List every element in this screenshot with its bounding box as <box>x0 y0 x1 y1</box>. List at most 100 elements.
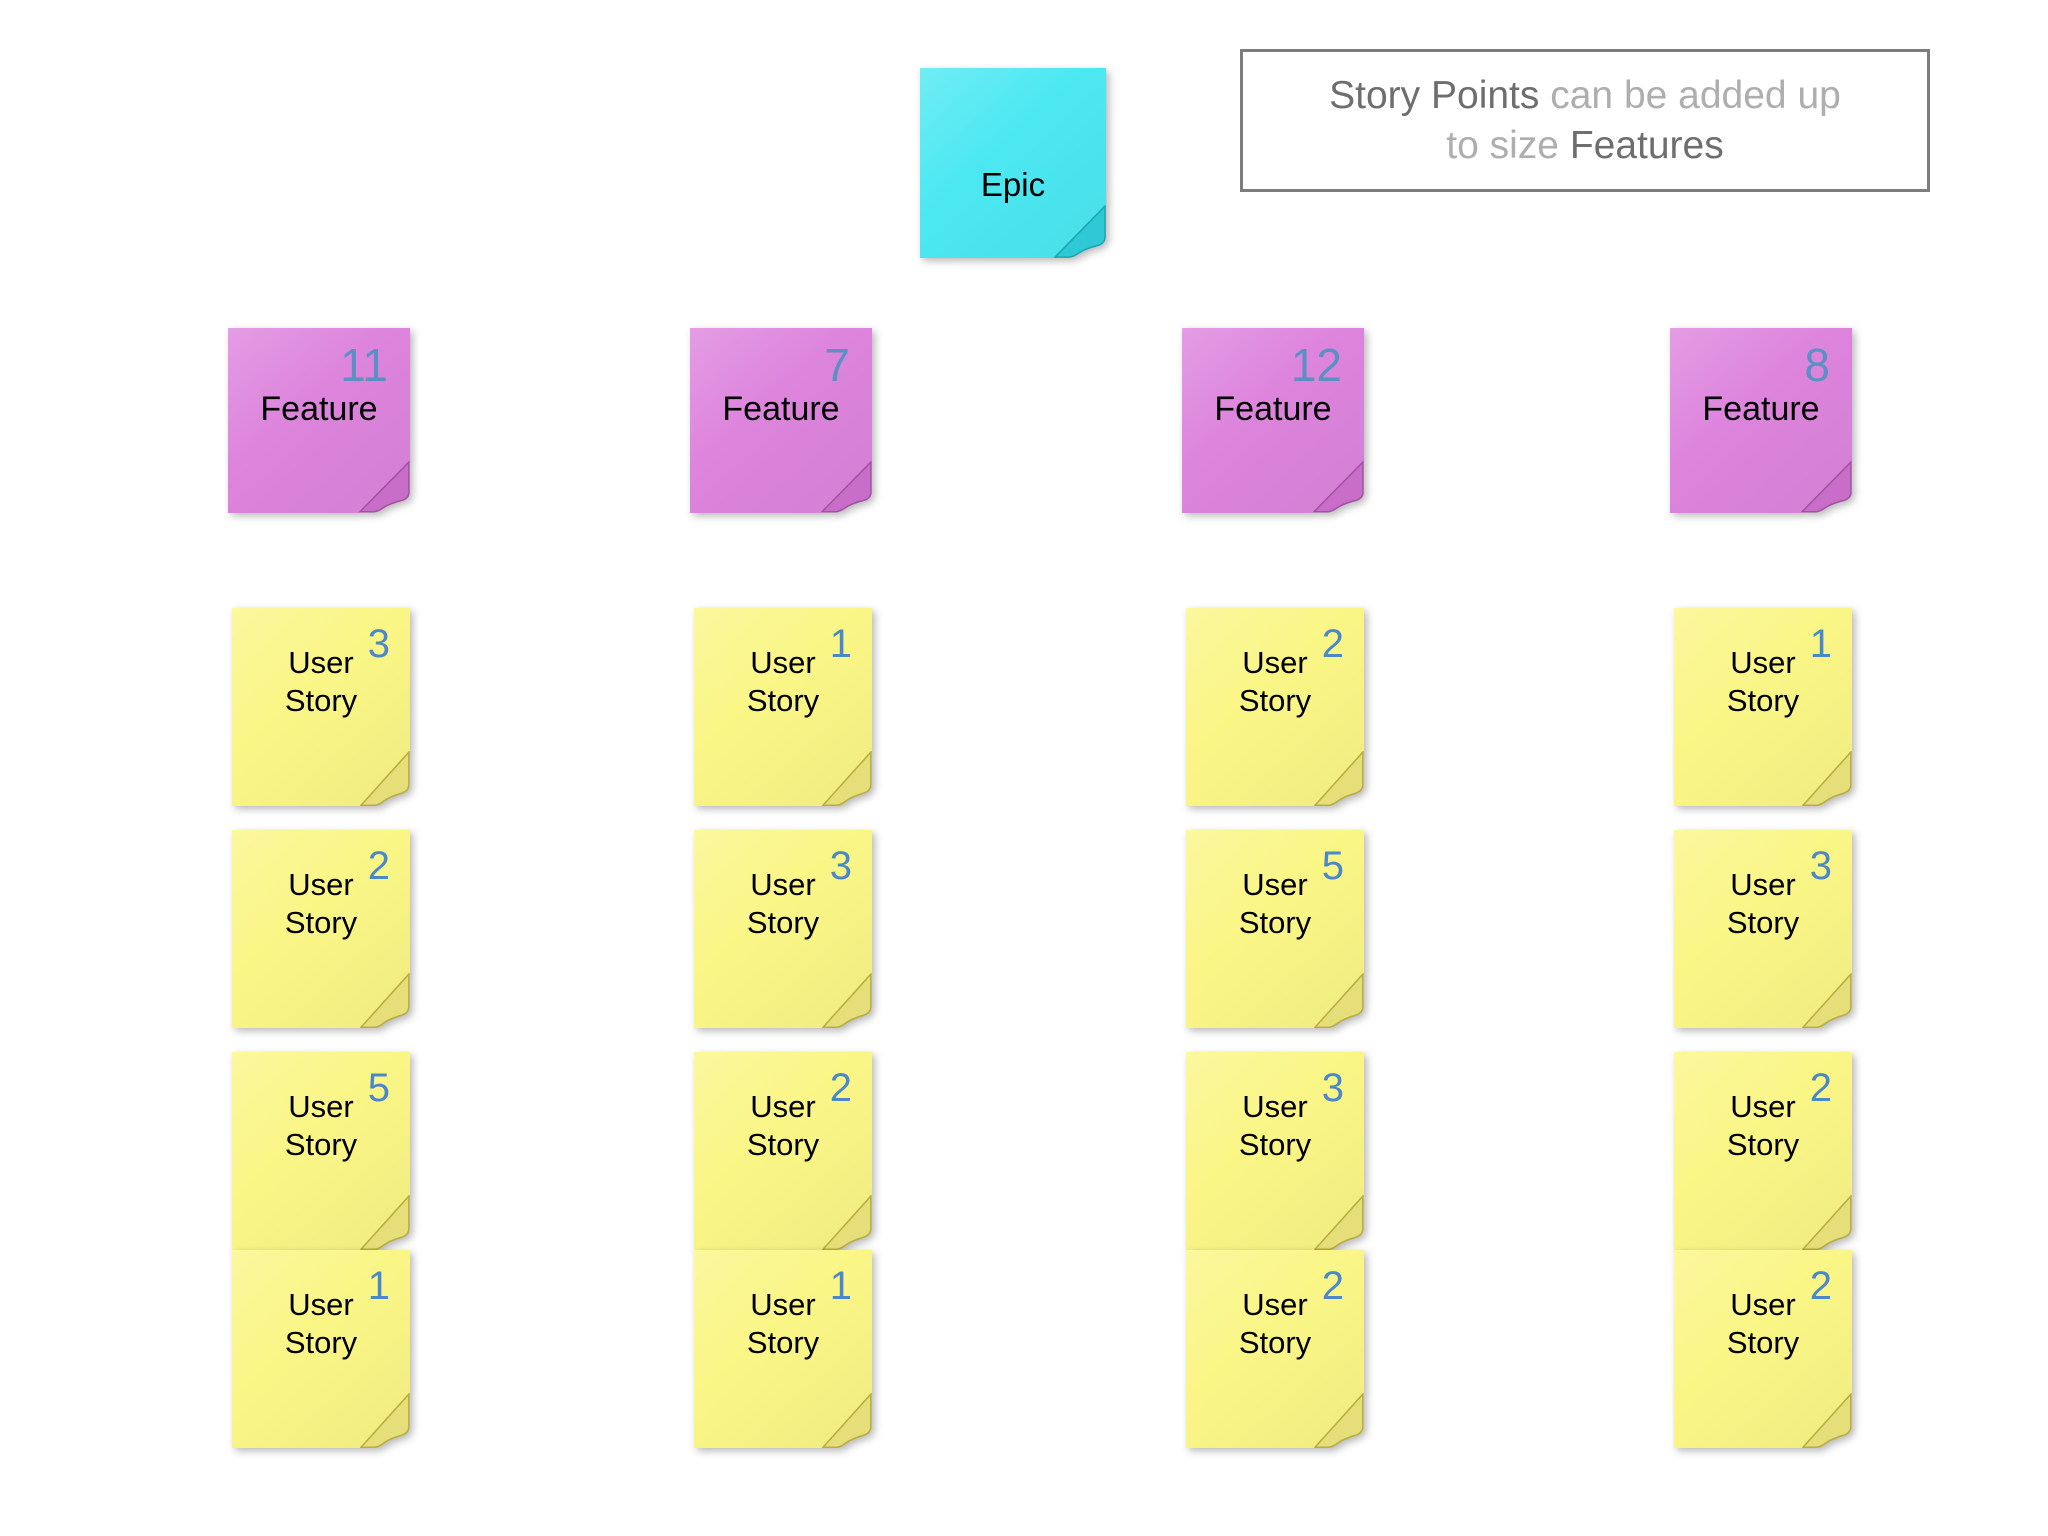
user-story-label-line1: User <box>288 1287 354 1322</box>
epic-note-content: Epic <box>920 68 1106 258</box>
user-story-label-line1: User <box>750 1287 816 1322</box>
user-story-label-line1: User <box>1242 867 1308 902</box>
user-story-label-line1: User <box>750 1089 816 1124</box>
user-story-points: 1 <box>367 1264 390 1308</box>
user-story-points: 1 <box>829 622 852 666</box>
feature-note-label: Feature <box>1214 390 1332 428</box>
legend-term-features: Features <box>1569 123 1724 167</box>
user-story-label-line1: User <box>1242 645 1308 680</box>
user-story-points: 2 <box>1809 1264 1832 1308</box>
user-story-label-line2: Story <box>746 1126 820 1162</box>
user-story-label-line2: Story <box>1238 904 1312 940</box>
user-story-label-line2: Story <box>1726 682 1800 718</box>
feature-story-points: 12 <box>1290 339 1342 391</box>
user-story-label-line2: Story <box>284 1324 358 1360</box>
user-story-label-line1: User <box>1242 1089 1308 1124</box>
feature-story-points: 11 <box>340 339 388 391</box>
feature-story-points: 8 <box>1804 339 1830 391</box>
user-story-label-line2: Story <box>1238 682 1312 718</box>
feature-note-label: Feature <box>722 390 840 428</box>
user-story-label-line1: User <box>1730 867 1796 902</box>
user-story-label-line1: User <box>288 1089 354 1124</box>
feature-note-content: Feature <box>690 328 872 513</box>
user-story-label-line1: User <box>1242 1287 1308 1322</box>
user-story-label-line2: Story <box>1726 904 1800 940</box>
user-story-label-line2: Story <box>746 904 820 940</box>
user-story-points: 2 <box>367 844 390 888</box>
legend-phrase-to-size: to size <box>1446 123 1570 167</box>
user-story-label-line1: User <box>1730 1287 1796 1322</box>
user-story-label-line1: User <box>1730 645 1796 680</box>
legend-callout-box: Story Points can be added up to size Fea… <box>1240 49 1930 192</box>
user-story-points: 3 <box>1809 844 1832 888</box>
user-story-points: 1 <box>1809 622 1832 666</box>
user-story-label-line2: Story <box>1726 1324 1800 1360</box>
feature-note-content: Feature <box>1182 328 1364 513</box>
epic-note[interactable]: Epic <box>920 68 1106 258</box>
legend-term-story-points: Story Points <box>1329 74 1540 118</box>
user-story-points: 5 <box>1321 844 1344 888</box>
user-story-points: 2 <box>829 1066 852 1110</box>
user-story-label-line1: User <box>750 867 816 902</box>
user-story-label-line2: Story <box>284 904 358 940</box>
feature-note-label: Feature <box>1702 390 1820 428</box>
legend-callout-text: Story Points can be added up to size Fea… <box>1329 71 1841 169</box>
user-story-label-line1: User <box>1730 1089 1796 1124</box>
user-story-label-line1: User <box>288 867 354 902</box>
feature-note-content: Feature <box>228 328 410 513</box>
user-story-points: 1 <box>829 1264 852 1308</box>
user-story-points: 3 <box>829 844 852 888</box>
feature-note-content: Feature <box>1670 328 1852 513</box>
feature-note-label: Feature <box>260 390 378 428</box>
epic-note-label: Epic <box>980 165 1046 203</box>
user-story-points: 2 <box>1321 622 1344 666</box>
user-story-label-line2: Story <box>284 1126 358 1162</box>
user-story-label-line1: User <box>288 645 354 680</box>
user-story-label-line2: Story <box>1238 1126 1312 1162</box>
feature-story-points: 7 <box>824 339 850 391</box>
user-story-label-line1: User <box>750 645 816 680</box>
user-story-points: 3 <box>1321 1066 1344 1110</box>
user-story-label-line2: Story <box>746 1324 820 1360</box>
user-story-points: 2 <box>1809 1066 1832 1110</box>
legend-phrase-can-be-added-up: can be added up <box>1539 74 1841 118</box>
user-story-label-line2: Story <box>284 682 358 718</box>
